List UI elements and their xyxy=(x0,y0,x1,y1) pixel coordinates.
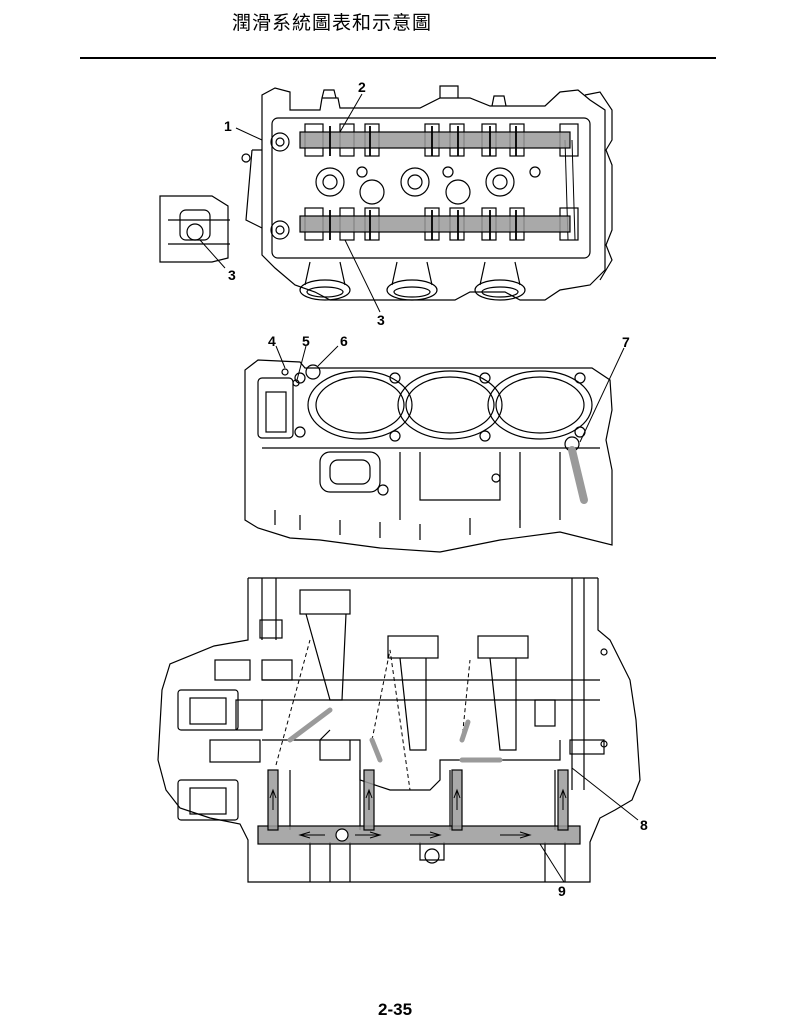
page-title: 潤滑系統圖表和示意圖 xyxy=(232,12,433,34)
callout-4: 4 xyxy=(268,333,276,349)
head-oil-gallery xyxy=(299,131,571,233)
callout-3-left: 3 xyxy=(228,267,236,283)
cylinder-head-drawing xyxy=(159,85,613,301)
callout-2: 2 xyxy=(358,79,366,95)
callout-6: 6 xyxy=(340,333,348,349)
callout-7: 7 xyxy=(622,334,630,350)
callout-5: 5 xyxy=(302,333,310,349)
callout-3-center: 3 xyxy=(377,312,385,328)
callout-1: 1 xyxy=(224,118,232,134)
callout-9: 9 xyxy=(558,883,566,899)
crankcase-drawing xyxy=(157,577,641,883)
header-rule xyxy=(80,57,716,59)
callout-8: 8 xyxy=(640,817,648,833)
cylinder-block-drawing xyxy=(244,359,613,553)
page-number: 2-35 xyxy=(378,1000,413,1019)
